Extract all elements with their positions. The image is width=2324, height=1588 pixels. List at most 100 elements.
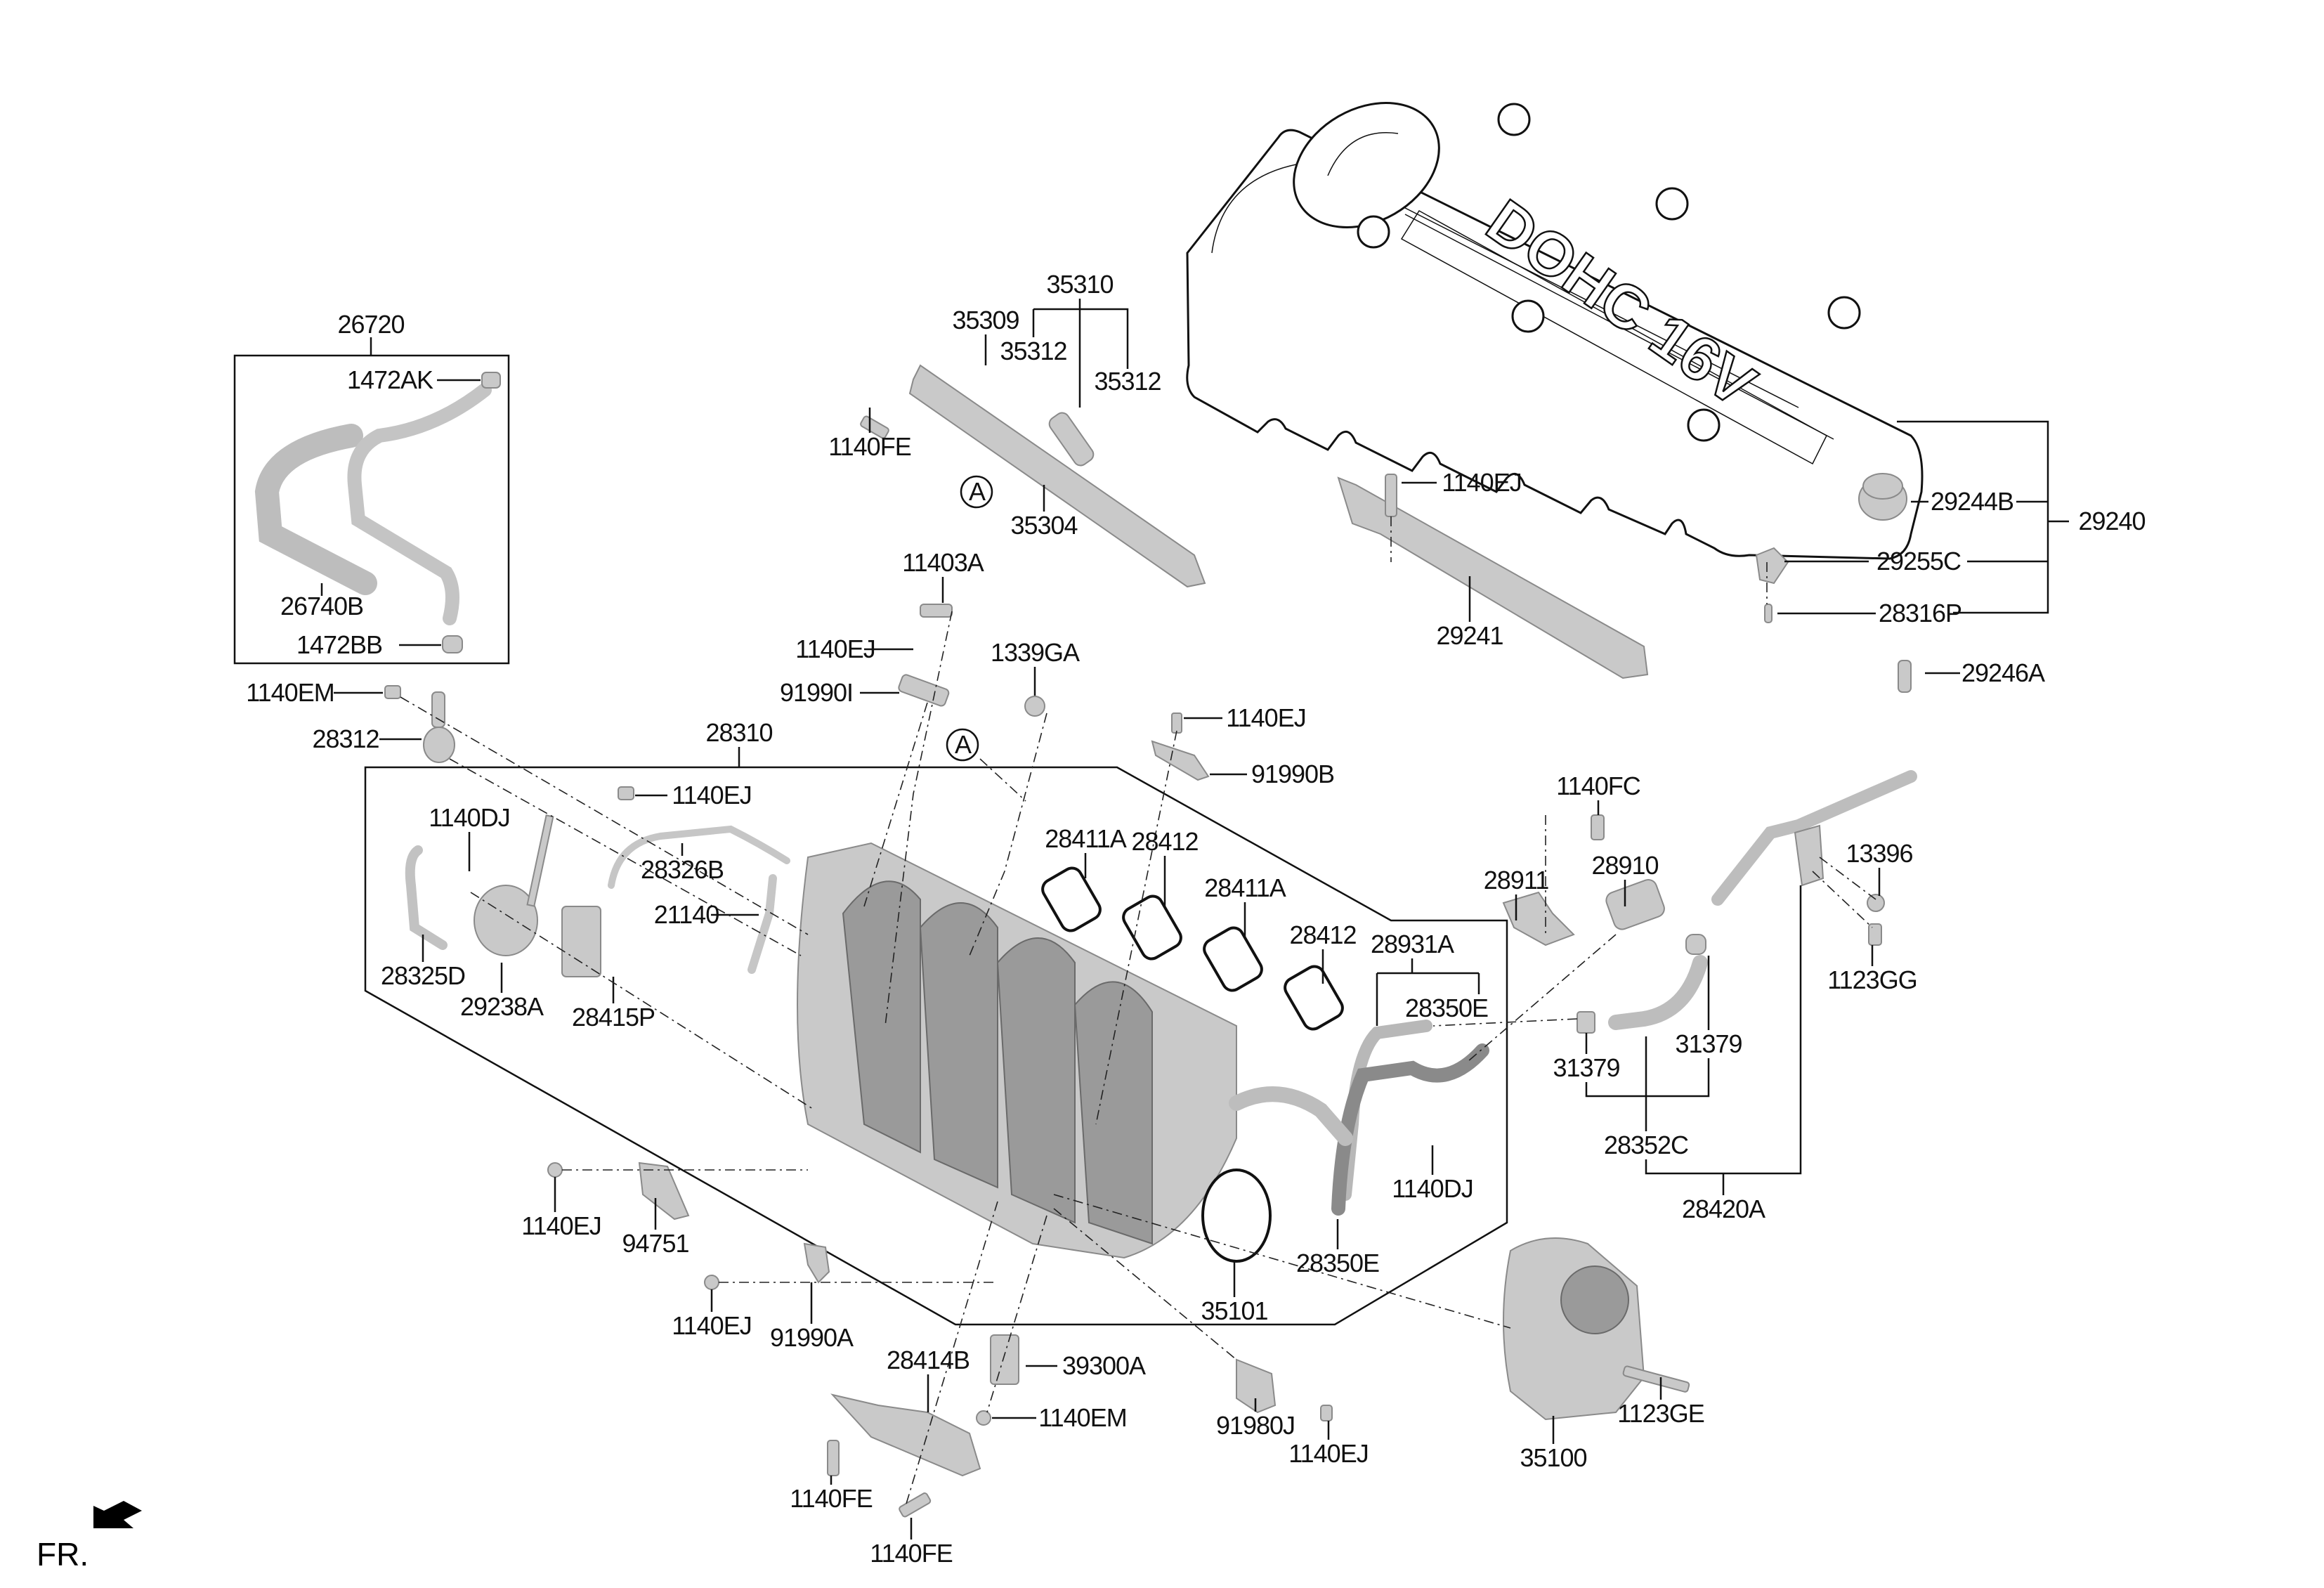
hose-clamp[interactable] xyxy=(1576,1011,1595,1034)
cover-bracket[interactable] xyxy=(1337,476,1649,679)
part-label-29240[interactable]: 29240 xyxy=(2078,507,2146,535)
bolt[interactable] xyxy=(827,1440,840,1476)
part-label-35101[interactable]: 35101 xyxy=(1201,1296,1268,1325)
part-label-29246A[interactable]: 29246A xyxy=(1961,658,2045,687)
part-label-35304[interactable]: 35304 xyxy=(1010,511,1078,540)
part-label-1140FE[interactable]: 1140FE xyxy=(828,432,911,461)
coolant-hose[interactable] xyxy=(1331,1043,1489,1216)
part-label-91990A[interactable]: 91990A xyxy=(769,1323,854,1352)
part-label-1140EJ[interactable]: 1140EJ xyxy=(1288,1439,1369,1468)
part-label-91980J[interactable]: 91980J xyxy=(1215,1411,1295,1440)
part-label-28326B[interactable]: 28326B xyxy=(640,855,724,884)
stud[interactable] xyxy=(1898,660,1912,693)
bolt[interactable] xyxy=(618,786,634,800)
breather-hose-2[interactable] xyxy=(347,383,492,625)
manifold-support-bracket[interactable] xyxy=(830,1393,981,1477)
part-label-1140EM[interactable]: 1140EM xyxy=(246,678,334,707)
part-label-1140EJ[interactable]: 1140EJ xyxy=(672,781,752,809)
part-label-28312[interactable]: 28312 xyxy=(312,724,379,753)
part-label-1472BB[interactable]: 1472BB xyxy=(296,630,383,659)
part-label-26720[interactable]: 26720 xyxy=(337,310,405,339)
bolt[interactable] xyxy=(920,604,953,618)
part-label-28910[interactable]: 28910 xyxy=(1591,851,1659,880)
part-label-1140FE[interactable]: 1140FE xyxy=(790,1484,873,1513)
part-label-11403A[interactable]: 11403A xyxy=(902,548,984,577)
bolt[interactable] xyxy=(976,1410,991,1426)
bolt[interactable] xyxy=(1591,814,1605,840)
part-label-1140EJ[interactable]: 1140EJ xyxy=(672,1311,752,1340)
pcv-fitting[interactable] xyxy=(423,691,455,763)
pcv-valve[interactable] xyxy=(748,874,777,974)
part-label-35312[interactable]: 35312 xyxy=(1094,367,1161,396)
part-label-94751[interactable]: 94751 xyxy=(622,1229,689,1258)
part-label-1140EJ[interactable]: 1140EJ xyxy=(1442,468,1522,497)
bolt[interactable] xyxy=(547,1162,563,1178)
part-label-31379[interactable]: 31379 xyxy=(1675,1029,1742,1058)
solenoid-valve[interactable] xyxy=(561,906,601,977)
pcv-pipe[interactable] xyxy=(608,825,790,889)
part-label-28411A[interactable]: 28411A xyxy=(1045,824,1126,853)
part-label-28352C[interactable]: 28352C xyxy=(1603,1131,1689,1159)
bolt[interactable] xyxy=(1320,1405,1333,1421)
nut[interactable] xyxy=(1024,696,1045,717)
bracket[interactable] xyxy=(638,1161,690,1221)
part-label-35312[interactable]: 35312 xyxy=(1000,337,1067,365)
part-label-28420A[interactable]: 28420A xyxy=(1681,1195,1765,1223)
part-label-1123GG[interactable]: 1123GG xyxy=(1827,965,1917,994)
nut[interactable] xyxy=(1867,894,1885,912)
part-label-29238A[interactable]: 29238A xyxy=(459,992,544,1021)
part-label-21140[interactable]: 21140 xyxy=(653,900,719,929)
part-label-1140FE[interactable]: 1140FE xyxy=(870,1539,953,1568)
part-label-28310[interactable]: 28310 xyxy=(705,718,773,747)
purge-control-valve[interactable] xyxy=(1604,878,1666,932)
part-label-91990I[interactable]: 91990I xyxy=(779,678,854,707)
hose-clamp[interactable] xyxy=(481,372,501,389)
part-label-1472AK[interactable]: 1472AK xyxy=(346,365,433,394)
part-label-28350E[interactable]: 28350E xyxy=(1404,994,1489,1022)
bracket[interactable] xyxy=(803,1242,830,1284)
part-label-29241[interactable]: 29241 xyxy=(1436,621,1503,650)
part-label-1140DJ[interactable]: 1140DJ xyxy=(429,803,510,832)
valve-bracket[interactable] xyxy=(1502,891,1575,946)
throttle-body[interactable] xyxy=(1503,1237,1690,1421)
part-label-39300A[interactable]: 39300A xyxy=(1062,1351,1146,1380)
part-label-28412[interactable]: 28412 xyxy=(1131,827,1199,856)
part-label-1140EM[interactable]: 1140EM xyxy=(1038,1403,1127,1432)
bolt[interactable] xyxy=(384,685,401,699)
grommet[interactable] xyxy=(1858,473,1907,521)
bracket[interactable] xyxy=(1151,740,1210,781)
injector[interactable] xyxy=(1047,410,1096,469)
coolant-pipe-2[interactable] xyxy=(1229,1086,1353,1146)
map-sensor[interactable] xyxy=(990,1334,1019,1385)
part-label-28415P[interactable]: 28415P xyxy=(571,1003,655,1031)
hose[interactable] xyxy=(1608,955,1708,1030)
part-label-91990B[interactable]: 91990B xyxy=(1251,760,1335,788)
engine-cover[interactable]: DOHC 16V xyxy=(1186,78,1924,560)
breather-hose[interactable] xyxy=(254,424,377,595)
part-label-1339GA[interactable]: 1339GA xyxy=(990,638,1080,667)
part-label-35100[interactable]: 35100 xyxy=(1520,1443,1587,1472)
part-label-29255C[interactable]: 29255C xyxy=(1876,547,1961,575)
pipe-bracket[interactable] xyxy=(1794,824,1824,887)
bolt[interactable] xyxy=(1385,474,1397,517)
intake-manifold[interactable] xyxy=(797,842,1237,1259)
part-label-26740B[interactable]: 26740B xyxy=(280,592,364,620)
manifold-gasket[interactable] xyxy=(1039,864,1104,934)
bracket[interactable] xyxy=(898,674,950,707)
hose-clamp[interactable] xyxy=(1685,934,1706,955)
bolt[interactable] xyxy=(704,1275,719,1290)
part-label-35309[interactable]: 35309 xyxy=(952,306,1019,334)
pin[interactable] xyxy=(1764,604,1773,623)
manifold-gasket[interactable] xyxy=(1281,963,1346,1032)
bolt[interactable] xyxy=(1171,712,1182,734)
part-label-1123GE[interactable]: 1123GE xyxy=(1617,1399,1704,1428)
coolant-return-pipe[interactable] xyxy=(1711,770,1917,906)
throttle-gasket[interactable] xyxy=(1201,1169,1272,1263)
bolt[interactable] xyxy=(1868,923,1882,946)
manifold-gasket[interactable] xyxy=(1120,892,1184,962)
part-label-1140EJ[interactable]: 1140EJ xyxy=(1226,703,1306,732)
part-label-28414B[interactable]: 28414B xyxy=(886,1346,970,1374)
part-label-28412[interactable]: 28412 xyxy=(1289,920,1357,949)
vacuum-hose[interactable] xyxy=(405,845,448,950)
part-label-28350E[interactable]: 28350E xyxy=(1295,1249,1380,1277)
